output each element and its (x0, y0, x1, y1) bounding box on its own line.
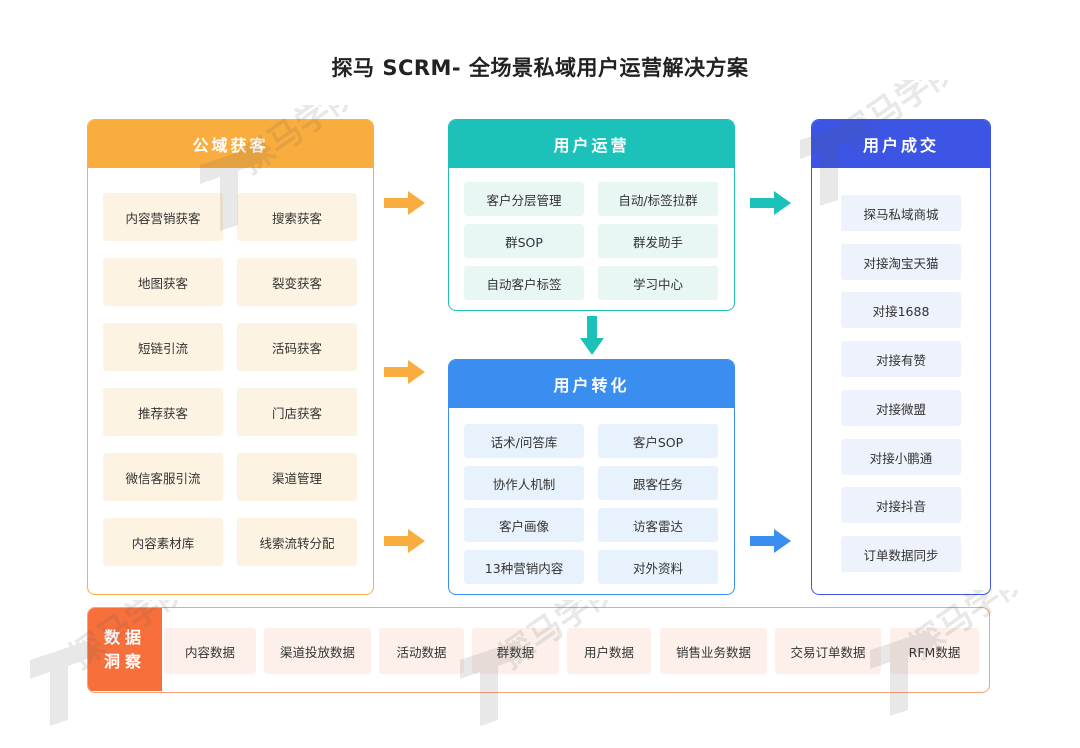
arrow-right-icon (750, 191, 791, 215)
deal-header: 用户成交 (812, 120, 990, 168)
deal-item: 对接有赞 (841, 341, 961, 377)
insight-label-line1: 数据 (103, 627, 146, 647)
conversion-item: 访客雷达 (598, 508, 718, 542)
insight-item: RFM数据 (890, 628, 979, 674)
acquisition-item: 微信客服引流 (103, 453, 223, 501)
conversion-item: 对外资料 (598, 550, 718, 584)
conversion-item: 话术/问答库 (464, 424, 584, 458)
acquisition-item: 裂变获客 (237, 258, 357, 306)
acquisition-item: 内容素材库 (103, 518, 223, 566)
insight-label-line2: 洞察 (103, 651, 146, 671)
operations-item: 客户分层管理 (464, 182, 584, 216)
acquisition-item: 短链引流 (103, 323, 223, 371)
arrow-right-icon (384, 191, 425, 215)
acquisition-panel: 公域获客 内容营销获客 搜索获客 地图获客 裂变获客 短链引流 活码获客 推荐获… (87, 119, 374, 595)
deal-item: 对接微盟 (841, 390, 961, 426)
conversion-header: 用户转化 (449, 360, 734, 408)
conversion-item: 13种营销内容 (464, 550, 584, 584)
deal-item: 对接1688 (841, 292, 961, 328)
insight-item: 交易订单数据 (775, 628, 881, 674)
operations-header: 用户运营 (449, 120, 734, 168)
insight-item: 销售业务数据 (660, 628, 767, 674)
acquisition-item: 门店获客 (237, 388, 357, 436)
arrow-right-icon (384, 360, 425, 384)
deal-item: 订单数据同步 (841, 536, 961, 572)
conversion-item: 客户SOP (598, 424, 718, 458)
operations-panel: 用户运营 客户分层管理 自动/标签拉群 群SOP 群发助手 自动客户标签 学习中… (448, 119, 735, 311)
acquisition-item: 渠道管理 (237, 453, 357, 501)
deal-panel: 用户成交 探马私域商城 对接淘宝天猫 对接1688 对接有赞 对接微盟 对接小鹏… (811, 119, 991, 595)
insight-item: 用户数据 (567, 628, 651, 674)
deal-item: 对接淘宝天猫 (841, 244, 961, 280)
acquisition-item: 线索流转分配 (237, 518, 357, 566)
acquisition-item: 搜索获客 (237, 193, 357, 241)
insight-item: 内容数据 (164, 628, 256, 674)
conversion-panel: 用户转化 话术/问答库 客户SOP 协作人机制 跟客任务 客户画像 访客雷达 1… (448, 359, 735, 595)
deal-item: 对接小鹏通 (841, 439, 961, 475)
insight-item: 群数据 (472, 628, 559, 674)
arrow-right-icon (384, 529, 425, 553)
conversion-item: 跟客任务 (598, 466, 718, 500)
insight-panel: 数据 洞察 内容数据 渠道投放数据 活动数据 群数据 用户数据 销售业务数据 交… (87, 607, 990, 693)
operations-item: 自动客户标签 (464, 266, 584, 300)
acquisition-item: 活码获客 (237, 323, 357, 371)
insight-item: 渠道投放数据 (264, 628, 371, 674)
acquisition-header: 公域获客 (88, 120, 373, 168)
acquisition-item: 内容营销获客 (103, 193, 223, 241)
conversion-item: 客户画像 (464, 508, 584, 542)
arrow-right-icon (750, 529, 791, 553)
arrow-down-icon (580, 316, 604, 355)
operations-item: 学习中心 (598, 266, 718, 300)
conversion-item: 协作人机制 (464, 466, 584, 500)
operations-item: 群发助手 (598, 224, 718, 258)
acquisition-item: 地图获客 (103, 258, 223, 306)
deal-item: 对接抖音 (841, 487, 961, 523)
insight-label: 数据 洞察 (88, 608, 162, 691)
deal-item: 探马私域商城 (841, 195, 961, 231)
page-title: 探马 SCRM- 全场景私域用户运营解决方案 (331, 56, 749, 80)
operations-item: 自动/标签拉群 (598, 182, 718, 216)
operations-item: 群SOP (464, 224, 584, 258)
acquisition-item: 推荐获客 (103, 388, 223, 436)
insight-item: 活动数据 (379, 628, 464, 674)
